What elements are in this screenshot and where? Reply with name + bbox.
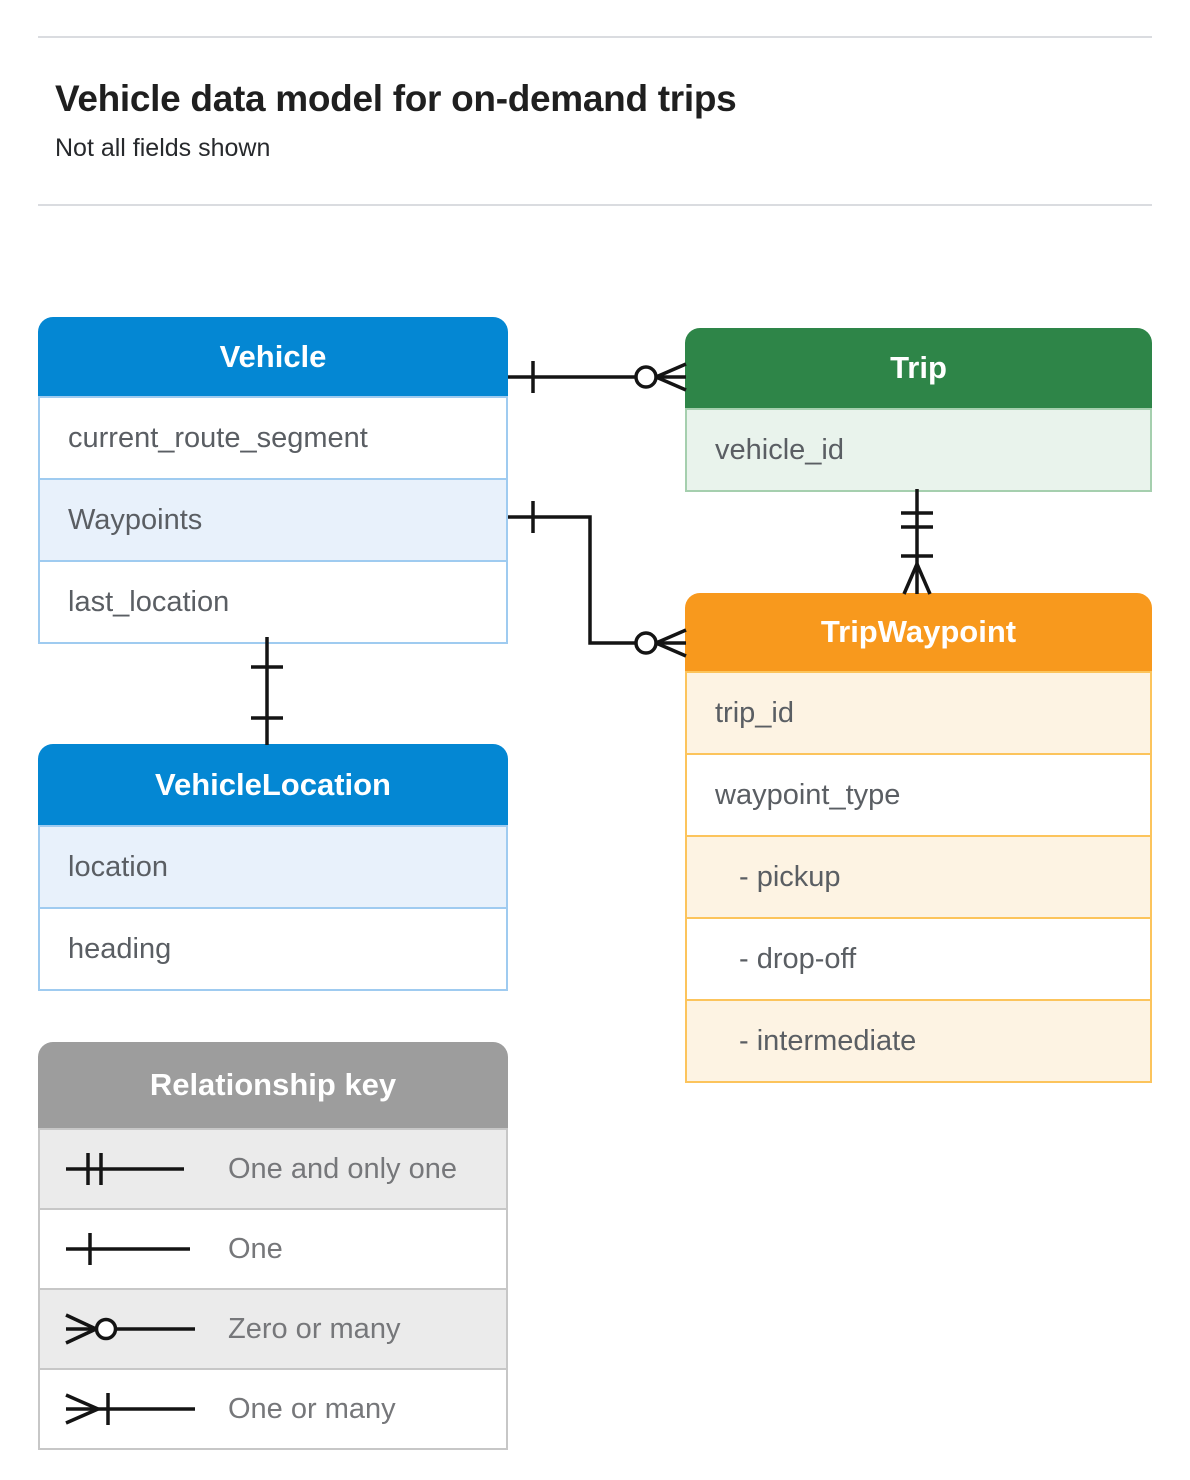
page-subtitle: Not all fields shown — [55, 134, 271, 162]
field-row: current_route_segment — [40, 398, 506, 478]
entity-vehicle-location-title: VehicleLocation — [154, 766, 391, 802]
field-label: current_route_segment — [68, 421, 368, 454]
field-row: vehicle_id — [687, 410, 1150, 490]
connector-trip-tripwaypoint — [901, 489, 933, 595]
entity-vehicle-body: current_route_segment Waypoints last_loc… — [38, 396, 508, 644]
legend-row: One — [40, 1208, 506, 1288]
field-label: - pickup — [739, 860, 841, 893]
field-row: waypoint_type — [687, 753, 1150, 835]
zero-or-many-symbol-icon — [62, 1299, 202, 1359]
field-label: Waypoints — [68, 503, 203, 536]
field-label: trip_id — [715, 696, 794, 729]
relationship-key: Relationship key One and only one One Ze… — [38, 1042, 508, 1450]
entity-vehicle-header: Vehicle — [38, 317, 508, 396]
field-label: last_location — [68, 585, 230, 618]
entity-trip-title: Trip — [890, 350, 947, 385]
relationship-key-header: Relationship key — [38, 1042, 508, 1128]
legend-label: One — [228, 1232, 283, 1265]
legend-row: One or many — [40, 1368, 506, 1448]
entity-trip-waypoint-title: TripWaypoint — [820, 614, 1017, 649]
field-row: - pickup — [687, 835, 1150, 917]
legend-label: Zero or many — [228, 1312, 401, 1345]
one-or-many-symbol-icon — [62, 1379, 202, 1439]
field-label: vehicle_id — [715, 433, 844, 466]
connector-vehicle-trip — [508, 361, 687, 393]
entity-trip-body: vehicle_id — [685, 408, 1152, 492]
legend-row: One and only one — [40, 1130, 506, 1208]
field-row: - drop-off — [687, 917, 1150, 999]
field-row: last_location — [40, 560, 506, 642]
relationship-key-title: Relationship key — [149, 1067, 397, 1102]
field-row: - intermediate — [687, 999, 1150, 1081]
legend-label: One and only one — [228, 1152, 457, 1185]
entity-trip: Trip vehicle_id — [685, 328, 1152, 492]
field-row: Waypoints — [40, 478, 506, 560]
field-label: waypoint_type — [715, 778, 901, 811]
top-divider — [38, 36, 1152, 38]
field-label: location — [68, 850, 168, 883]
field-label: - drop-off — [739, 942, 857, 975]
entity-trip-waypoint-body: trip_id waypoint_type - pickup - drop-of… — [685, 671, 1152, 1083]
page-title: Vehicle data model for on-demand trips — [55, 78, 737, 119]
legend-label: One or many — [228, 1392, 396, 1425]
field-label: heading — [68, 932, 172, 965]
entity-trip-waypoint: TripWaypoint trip_id waypoint_type - pic… — [685, 593, 1152, 1083]
field-label: - intermediate — [739, 1024, 917, 1057]
entity-trip-header: Trip — [685, 328, 1152, 408]
entity-trip-waypoint-header: TripWaypoint — [685, 593, 1152, 671]
field-row: trip_id — [687, 673, 1150, 753]
connector-vehicle-vehiclelocation — [251, 637, 283, 745]
relationship-key-body: One and only one One Zero or many One or… — [38, 1128, 508, 1450]
field-row: heading — [40, 907, 506, 989]
header-divider — [38, 204, 1152, 206]
one-and-only-one-symbol-icon — [62, 1139, 202, 1199]
field-row: location — [40, 827, 506, 907]
entity-vehicle-title: Vehicle — [219, 338, 327, 374]
entity-vehicle-location-body: location heading — [38, 825, 508, 991]
entity-vehicle-location: VehicleLocation location heading — [38, 744, 508, 991]
entity-vehicle-location-header: VehicleLocation — [38, 744, 508, 825]
connector-waypoints-tripwaypoint — [508, 501, 687, 658]
legend-row: Zero or many — [40, 1288, 506, 1368]
one-symbol-icon — [62, 1219, 202, 1279]
entity-vehicle: Vehicle current_route_segment Waypoints … — [38, 317, 508, 644]
